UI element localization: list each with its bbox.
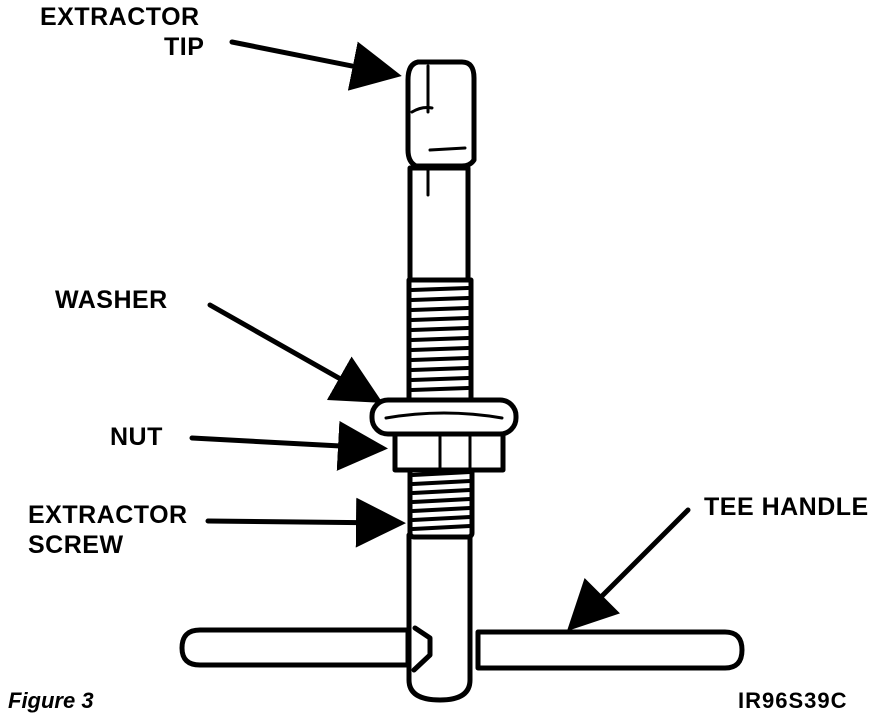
washer [369,397,519,437]
figure-caption: Figure 3 [8,688,94,713]
extractor-tip [405,59,477,169]
nut-arrow [189,420,388,471]
nut-label: NUT [110,423,163,451]
extractor-screw [407,462,475,540]
tee-handle-label: TEE HANDLE [704,493,869,521]
extractor-tip-label-line1: EXTRACTOR [40,3,200,31]
extractor-screw-label-line1: EXTRACTOR [28,501,188,529]
lower-shank [406,532,473,703]
figure-code: IR96S39C [738,688,848,713]
extractor-screw-label: EXTRACTOR SCREW [28,500,188,560]
tee-handle [179,625,745,673]
extractor-screw-label-line2: SCREW [28,531,124,559]
extractor-screw-arrow [205,497,406,548]
upper-shank [407,148,471,286]
nut [392,429,506,473]
upper-threads [406,277,474,403]
washer-arrow [207,302,383,403]
tee-handle-arrow [566,507,691,632]
washer-label: WASHER [55,286,168,314]
extractor-tip-label: EXTRACTOR TIP [40,2,204,62]
extractor-tip-label-line2: TIP [164,33,205,61]
extractor-tip-arrow [229,39,402,91]
